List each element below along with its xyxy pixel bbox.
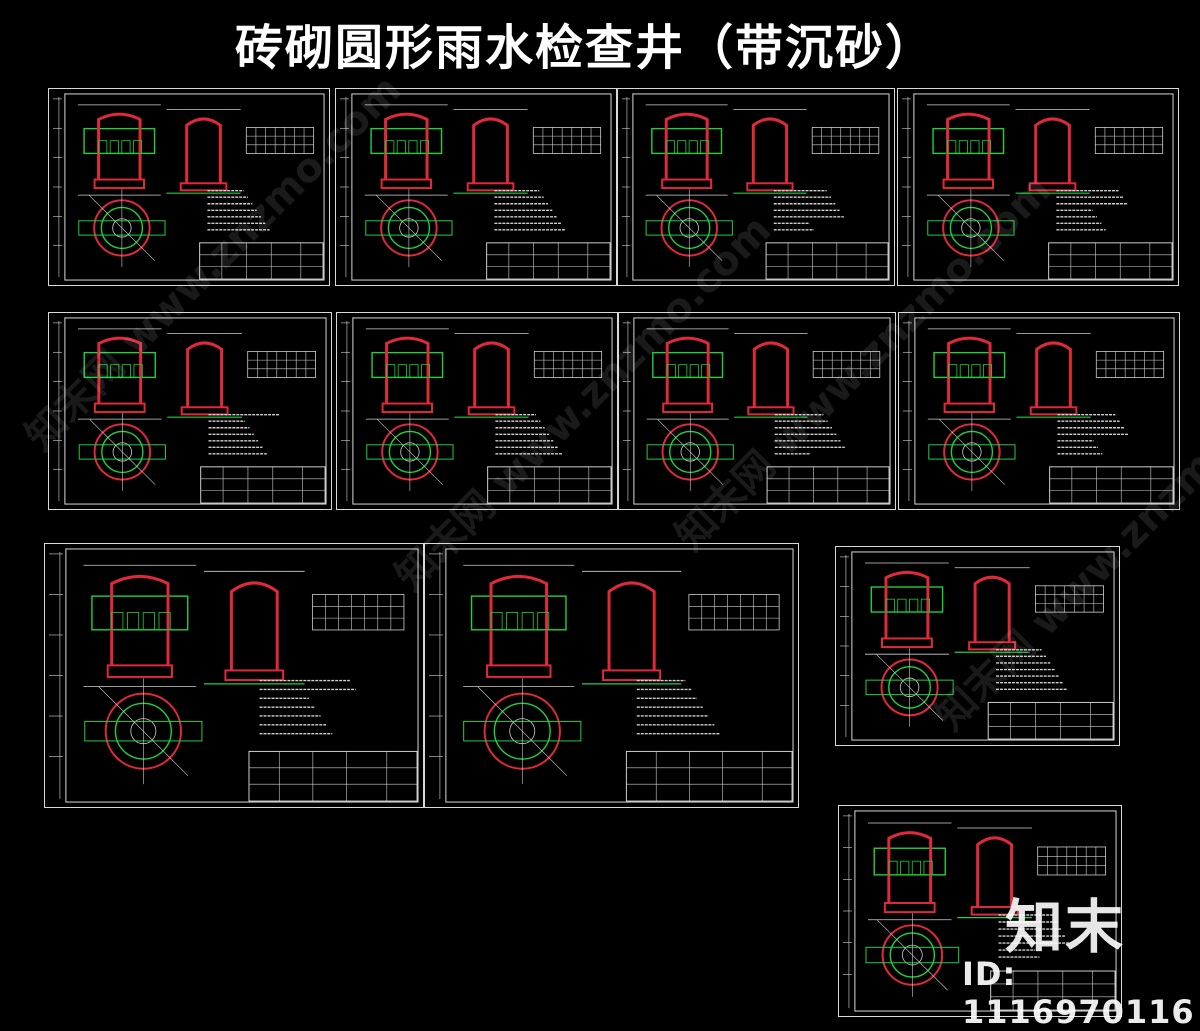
sheet-drawing bbox=[48, 548, 419, 803]
sheet-drawing bbox=[901, 93, 1174, 281]
image-id-label: ID: 1116970116 bbox=[962, 955, 1195, 1031]
drawing-sheet bbox=[48, 88, 330, 286]
drawing-sheet bbox=[835, 546, 1120, 746]
drawing-sheet bbox=[336, 312, 618, 510]
drawing-sheet bbox=[897, 88, 1179, 286]
drawing-sheet bbox=[335, 88, 617, 286]
drawing-sheet bbox=[898, 312, 1180, 510]
page-title: 砖砌圆形雨水检查井（带沉砂） bbox=[234, 20, 935, 76]
drawing-sheet bbox=[424, 543, 799, 808]
sheet-drawing bbox=[428, 548, 794, 803]
sheet-drawing bbox=[52, 93, 325, 281]
sheet-drawing bbox=[842, 810, 1117, 1012]
drawing-sheet bbox=[617, 88, 895, 286]
sheet-drawing bbox=[902, 317, 1175, 505]
drawing-sheet bbox=[48, 312, 332, 510]
sheet-drawing bbox=[621, 93, 890, 281]
drawing-sheet bbox=[44, 543, 424, 808]
brand-logo: 知末 bbox=[1005, 893, 1126, 961]
drawing-sheet bbox=[618, 312, 896, 510]
sheet-drawing bbox=[339, 93, 612, 281]
sheet-drawing bbox=[839, 551, 1115, 741]
sheet-drawing bbox=[622, 317, 891, 505]
sheet-drawing bbox=[340, 317, 613, 505]
sheet-drawing bbox=[52, 317, 327, 505]
